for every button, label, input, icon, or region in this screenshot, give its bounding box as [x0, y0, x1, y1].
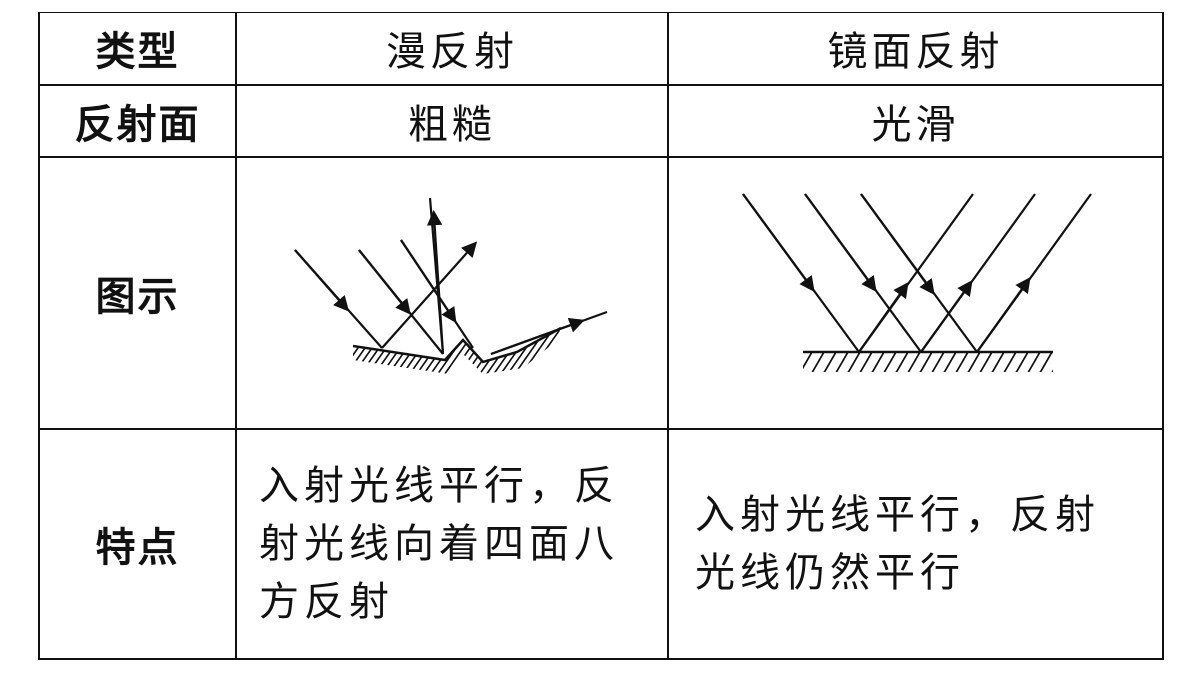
incident-ray-3-arrow: [860, 192, 935, 295]
incident-ray-2-arrow: [358, 248, 411, 315]
reflected-ray-1-arrow: [858, 281, 909, 353]
feature-label: 特点: [38, 427, 237, 660]
type-label: 类型: [38, 12, 237, 86]
specular-title: 镜面反射: [667, 12, 1164, 86]
diffuse-feature-text: 入射光线平行，反射光线向着四面八方反射: [235, 427, 669, 660]
specular-surface: 光滑: [667, 83, 1164, 158]
specular-diagram-cell: [667, 155, 1164, 430]
diffuse-surface: 粗糙: [235, 83, 669, 158]
incident-ray-2-arrow: [804, 192, 877, 292]
reflected-ray-2-arrow: [920, 279, 973, 353]
diagram-label: 图示: [38, 155, 237, 430]
header-row: 类型 漫反射 镜面反射: [38, 12, 1164, 86]
surface-row: 反射面 粗糙 光滑: [38, 83, 1164, 158]
specular-feature-text: 入射光线平行，反射光线仍然平行: [667, 427, 1164, 660]
diffuse-title: 漫反射: [235, 12, 669, 86]
reflected-ray-3-arrow: [490, 317, 585, 355]
diagram-row: 图示: [38, 155, 1164, 430]
rough-surface-line: [352, 326, 562, 363]
incident-ray-1-arrow: [742, 192, 815, 292]
incident-ray-3-arrow: [400, 238, 457, 323]
diffuse-reflection-diagram: [294, 197, 608, 374]
incident-ray-1-arrow: [294, 248, 350, 312]
reflected-ray-1: [381, 240, 478, 349]
reflected-ray-3-arrow: [976, 276, 1031, 353]
comparison-table: 类型 漫反射 镜面反射 反射面 粗糙 光滑 图示: [38, 12, 1164, 660]
feature-row: 特点 入射光线平行，反射光线向着四面八方反射 入射光线平行，反射光线仍然平行: [38, 427, 1164, 660]
diffuse-diagram-cell: [235, 155, 669, 430]
rough-surface-hatch: [353, 327, 561, 374]
specular-reflection-diagram: [742, 192, 1092, 372]
surface-label: 反射面: [38, 83, 237, 158]
smooth-surface-hatch: [803, 351, 1053, 372]
reflected-ray-2-arrow: [426, 209, 445, 354]
